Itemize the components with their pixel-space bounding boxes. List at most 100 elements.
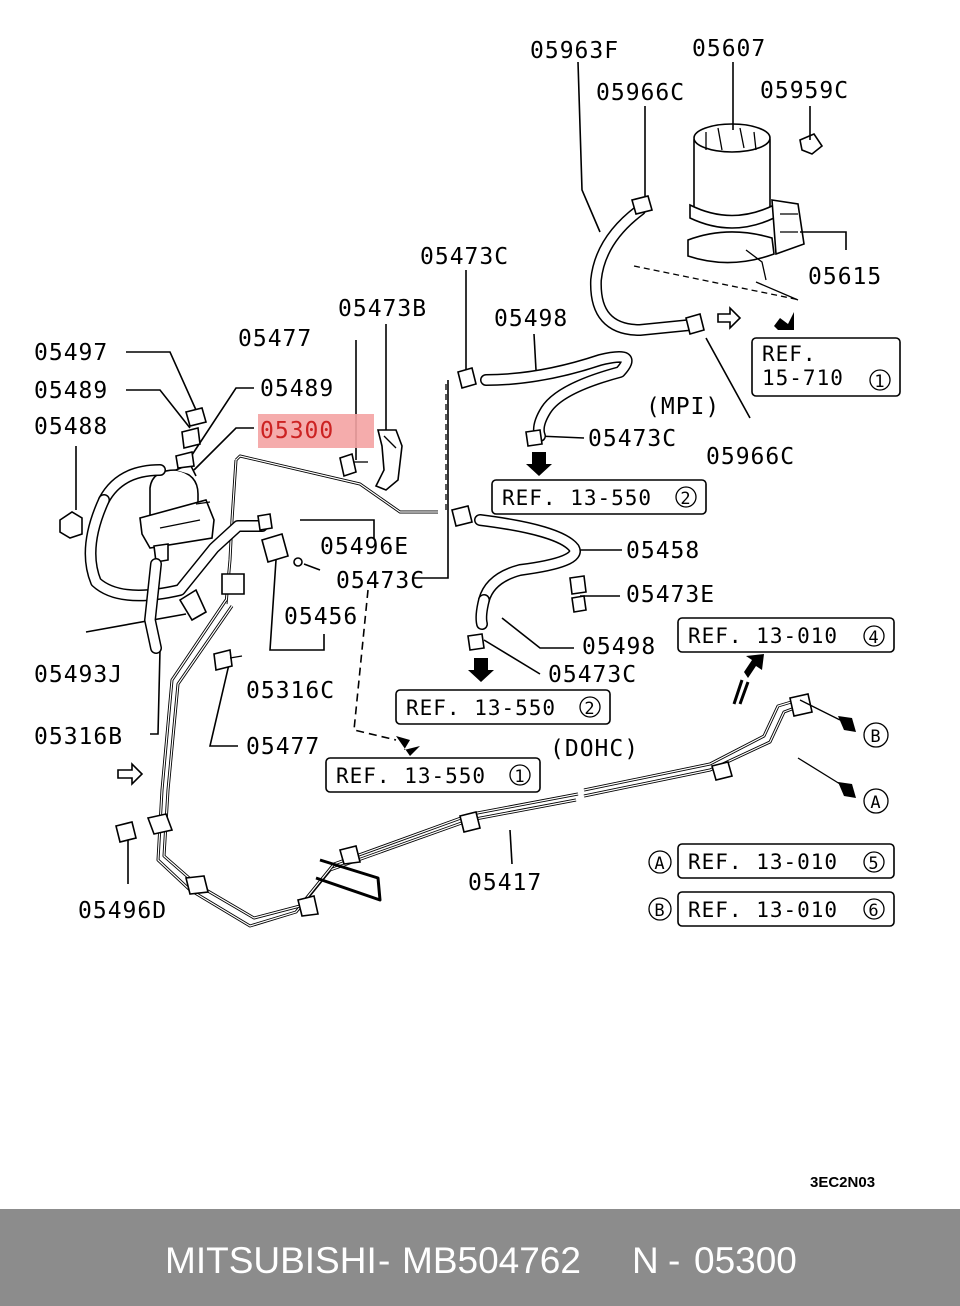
clamp-05473C-a: [457, 367, 477, 389]
bracket-05316C: [257, 513, 289, 564]
ref-box-13-550-mpi[interactable]: REF. 13-550 2: [491, 479, 707, 515]
label-05488: 05488: [34, 414, 108, 440]
hose-05963F: [589, 204, 696, 336]
label-05473B: 05473B: [338, 296, 427, 322]
drawing-code: 3EC2N03: [810, 1174, 876, 1191]
leader-lines: [75, 61, 847, 884]
label-05959C: 05959C: [760, 78, 849, 104]
footer-part-number: MB504762: [402, 1240, 581, 1281]
bolt-05477-bottom: [213, 649, 243, 671]
label-05493J: 05493J: [34, 662, 123, 688]
label-05477-top: 05477: [238, 326, 312, 352]
footer-brand: MITSUBISHI: [165, 1240, 377, 1281]
connector-a-letter: A: [870, 793, 881, 813]
ref-box-15-710[interactable]: REF. 15-710 1: [751, 337, 901, 397]
clamp-05473E: [569, 575, 587, 613]
label-05489-left: 05489: [34, 378, 108, 404]
label-05496D: 05496D: [78, 898, 167, 924]
charcoal-canister: [687, 123, 805, 281]
bolt-05477-top: [339, 452, 368, 478]
label-05489-mid: 05489: [260, 376, 334, 402]
ref-13-550-bottom-num: 1: [514, 767, 525, 787]
label-dohc: (DOHC): [550, 736, 639, 762]
bracket-middle: [221, 573, 245, 595]
ref-13-010-top-num: 4: [868, 628, 879, 648]
grommet-05488: [59, 511, 83, 539]
arrow-to-b: [838, 716, 856, 732]
ref-13-550-dohc-text: REF. 13-550: [406, 696, 556, 720]
highlight-05300: [258, 414, 374, 448]
ref-arrow-mpi: [526, 452, 552, 476]
ref-13-550-mpi-text: REF. 13-550: [502, 486, 652, 510]
label-05497: 05497: [34, 340, 108, 366]
ref-box-13-550-dohc[interactable]: REF. 13-550 2: [395, 689, 611, 725]
connector-b-letter: B: [870, 727, 881, 747]
open-arrow-left: [117, 762, 144, 786]
ref-b-circle-letter: B: [654, 901, 665, 921]
ref-box-13-010-top[interactable]: REF. 13-010 4: [677, 617, 895, 653]
fuel-lines-05417: [146, 599, 841, 928]
label-05966C-bottom: 05966C: [706, 444, 795, 470]
ref-arrow-13-010-top: [744, 654, 764, 678]
label-05473C-b: 05473C: [588, 426, 677, 452]
label-05473C-a: 05473C: [420, 244, 509, 270]
footer-position-number: 05300: [694, 1240, 797, 1281]
ref-13-010-top-text: REF. 13-010: [688, 624, 838, 648]
bracket-05493J: [178, 588, 208, 622]
footer-n-label: N: [632, 1240, 659, 1281]
label-05477-bottom: 05477: [246, 734, 320, 760]
ref-box-13-010-b[interactable]: B REF. 13-010 6: [648, 891, 895, 927]
label-05496E: 05496E: [320, 534, 409, 560]
arrow-to-a: [838, 782, 856, 798]
ref-15-710-num: 1: [874, 372, 885, 392]
label-05300: 05300: [260, 418, 334, 444]
footer-separator-1: -: [378, 1240, 391, 1281]
ref-box-13-550-bottom[interactable]: REF. 13-550 1: [325, 757, 541, 793]
clamp-05966C-bottom: [685, 313, 705, 335]
ref-13-010-a-text: REF. 13-010: [688, 850, 838, 874]
ref-13-010-a-num: 5: [868, 854, 879, 874]
clamp-05473C-d: [467, 633, 485, 651]
label-05498-bottom: 05498: [582, 634, 656, 660]
ref-15-710-line2: 15-710: [762, 366, 844, 390]
hose-05498-dohc: [475, 594, 490, 630]
purge-control-valve: [139, 462, 215, 563]
label-05417: 05417: [468, 870, 542, 896]
valve-hose-left: [84, 464, 268, 602]
label-05316B: 05316B: [34, 724, 123, 750]
ref-13-550-dohc-num: 2: [584, 699, 595, 719]
label-05615: 05615: [808, 264, 882, 290]
label-05473E: 05473E: [626, 582, 715, 608]
label-05458: 05458: [626, 538, 700, 564]
clamp-05959C: [799, 133, 824, 155]
canister-ref-line: [755, 281, 799, 301]
connector-a: A: [863, 788, 889, 814]
canister-ref-dashed-line: [633, 265, 801, 301]
footer-separator-2: -: [668, 1240, 681, 1281]
clamp-05473C-b: [525, 429, 543, 447]
ref-13-010-b-text: REF. 13-010: [688, 898, 838, 922]
label-05473C-c: 05473C: [336, 568, 425, 594]
bolts-05489-05497: [175, 407, 207, 469]
ref-box-13-010-a[interactable]: A REF. 13-010 5: [648, 843, 895, 879]
label-05316C: 05316C: [246, 678, 335, 704]
ref-13-010-b-num: 6: [868, 901, 879, 921]
label-05456: 05456: [284, 604, 358, 630]
ref-arrow-dohc: [468, 658, 494, 682]
clamp-05473C-c: [451, 505, 473, 527]
clamp-05456: [293, 557, 303, 567]
hose-05458: [474, 514, 581, 606]
ref-arrow-13-550-bottom: [396, 736, 420, 756]
open-arrow-canister: [717, 306, 742, 330]
pipe-left-vertical: [144, 558, 162, 654]
footer-bar: MITSUBISHI - MB504762 N - 05300: [0, 1209, 960, 1306]
clamp-05966C-top: [631, 195, 653, 215]
hose-05498-mpi: [480, 351, 633, 442]
bolt-05496D: [115, 821, 137, 843]
ref-a-circle-letter: A: [654, 854, 665, 874]
part-labels: 05963F 05607 05966C 05959C 05615 05473C …: [34, 36, 882, 924]
ref-15-710-line1: REF.: [762, 342, 817, 366]
ref-13-550-bottom-text: REF. 13-550: [336, 764, 486, 788]
label-05966C-top: 05966C: [596, 80, 685, 106]
hose-05300: [374, 429, 403, 491]
